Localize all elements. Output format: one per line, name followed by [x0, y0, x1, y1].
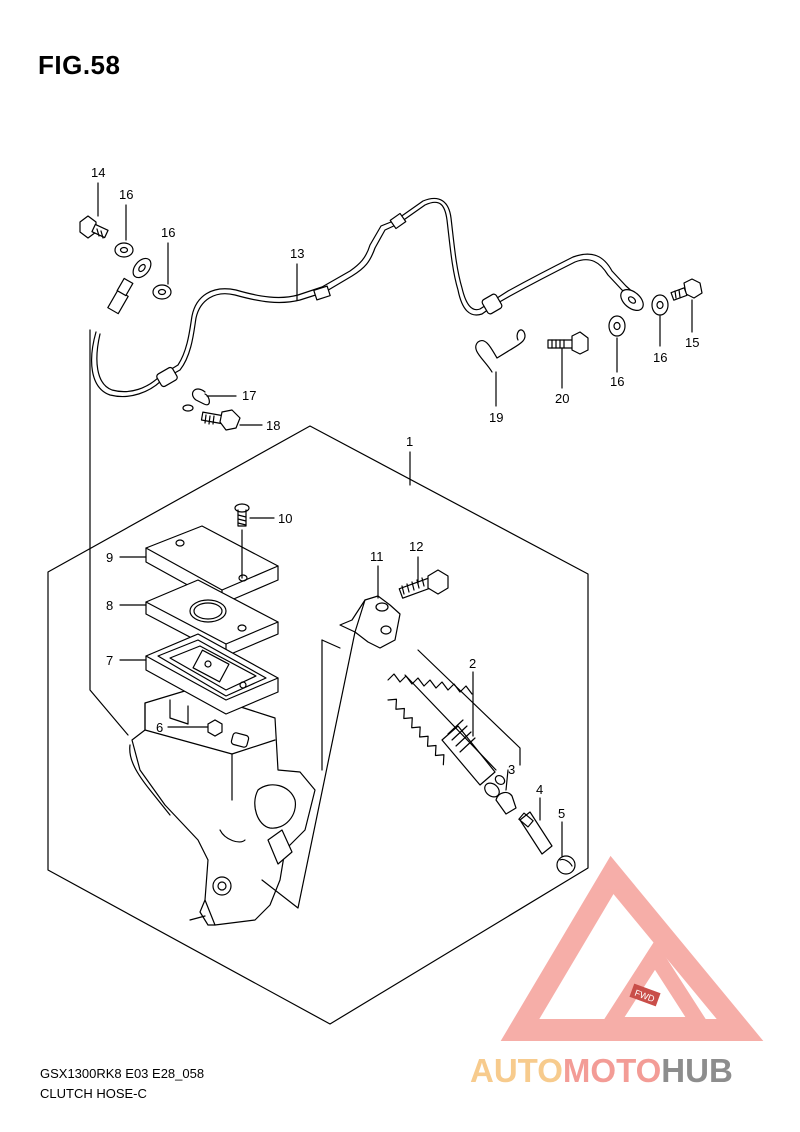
figure-code: GSX1300RK8 E03 E28_058	[40, 1066, 205, 1081]
callout-7: 7	[106, 653, 113, 668]
assembly-frame	[47, 425, 589, 1025]
gasket-washer-16d	[651, 294, 669, 316]
callout-4: 4	[536, 782, 543, 797]
bracket-11	[339, 595, 401, 649]
figure-title: FIG.58	[38, 50, 121, 80]
push-rod-4	[518, 811, 553, 855]
callout-19: 19	[489, 410, 503, 425]
bolt-12	[398, 569, 449, 599]
bolt-20	[547, 331, 589, 355]
kit-bracket-upper	[417, 649, 521, 766]
callout-16a: 16	[119, 187, 133, 202]
callout-12: 12	[409, 539, 423, 554]
hose-clamp-19	[475, 329, 526, 373]
hose-clamp-17	[192, 388, 210, 406]
watermark-fwd-badge: FWD	[629, 983, 661, 1007]
clutch-hose	[91, 197, 644, 398]
callout-11: 11	[370, 549, 384, 564]
gasket-washer-16a	[114, 242, 134, 258]
callout-13: 13	[290, 246, 304, 261]
watermark-auto: AUTO	[470, 1052, 563, 1089]
piston-spring	[387, 673, 473, 766]
diaphragm-plate-8	[145, 579, 279, 657]
callout-6: 6	[156, 720, 163, 735]
callout-9: 9	[106, 550, 113, 565]
callout-16c: 16	[610, 374, 624, 389]
union-bolt-14	[79, 215, 109, 239]
callout-10: 10	[278, 511, 292, 526]
callout-14: 14	[91, 165, 105, 180]
leader-bracket-to-body	[261, 631, 356, 909]
callout-16b: 16	[161, 225, 175, 240]
cap-5	[556, 855, 576, 875]
boot-3	[495, 791, 517, 815]
union-bolt-15	[670, 278, 703, 301]
gasket-washer-16b	[152, 284, 172, 300]
callout-2: 2	[469, 656, 476, 671]
gasket-washer-16c	[608, 315, 626, 337]
leader-hose-to-cylinder	[89, 329, 129, 736]
bolt-18	[182, 404, 241, 431]
piston-2	[441, 719, 496, 786]
callout-8: 8	[106, 598, 113, 613]
callout-3: 3	[508, 762, 515, 777]
leader-3	[505, 769, 509, 791]
diaphragm-7	[145, 633, 279, 715]
callout-20: 20	[555, 391, 569, 406]
watermark-logo: FWD AUTOMOTOHUB	[470, 855, 764, 1089]
callout-1: 1	[406, 434, 413, 449]
screw-10	[234, 503, 250, 527]
callout-5: 5	[558, 806, 565, 821]
callout-18: 18	[266, 418, 280, 433]
callout-17: 17	[242, 388, 256, 403]
kit-bracket-lower	[404, 674, 497, 771]
watermark-wordmark: AUTOMOTOHUB	[470, 1052, 733, 1089]
figure-name: CLUTCH HOSE-C	[40, 1086, 147, 1101]
watermark-hub: HUB	[661, 1052, 733, 1089]
master-cylinder-body	[129, 689, 316, 926]
nut-6	[207, 719, 223, 737]
callout-16d: 16	[653, 350, 667, 365]
watermark-moto: MOTO	[563, 1052, 661, 1089]
reservoir-cap-9	[145, 525, 279, 605]
callout-15: 15	[685, 335, 699, 350]
leader-bracket-short	[321, 639, 341, 649]
